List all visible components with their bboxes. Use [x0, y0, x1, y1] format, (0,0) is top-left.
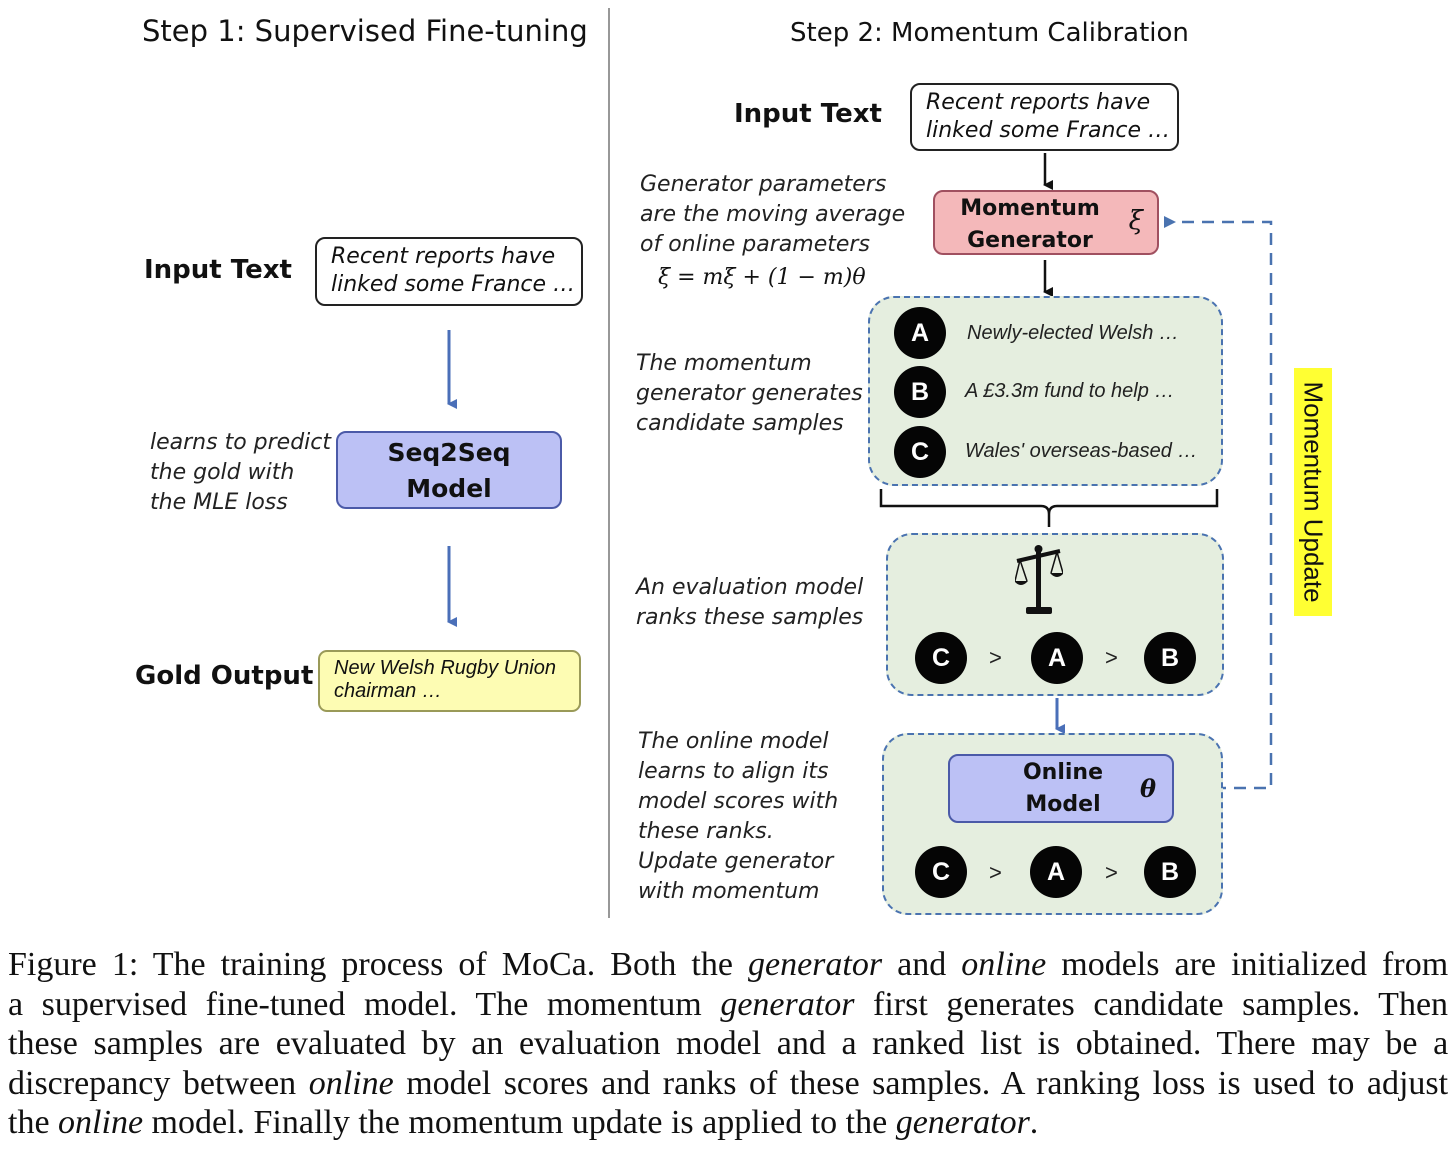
momentum-generator-box: Momentum Generator ξ [933, 190, 1159, 255]
caption-line: Figure 1: The training process of MoCa. … [8, 946, 1449, 983]
generator-label-line: Momentum [960, 196, 1100, 221]
figure-caption: Figure 1: The training process of MoCa. … [8, 945, 1448, 1143]
note-line: are the moving average [640, 202, 906, 227]
momentum-update-text: Momentum Update [1298, 381, 1329, 603]
note-line: ranks these samples [636, 605, 864, 630]
note-line: Generator parameters [640, 172, 887, 197]
input-text-line: Recent reports have [926, 90, 1151, 115]
samples-brace [879, 489, 1219, 527]
note-line: with momentum [638, 879, 820, 904]
rank-item: C [915, 632, 967, 684]
caption-line: these samples are evaluated by an evalua… [8, 1025, 1449, 1062]
note-line: generator generates [636, 381, 863, 406]
gold-text-line: chairman … [334, 680, 442, 702]
seq2seq-model-box: Seq2Seq Model [336, 431, 562, 509]
sample-c-badge: C [894, 426, 946, 478]
generator-label-line: Generator [967, 228, 1093, 253]
online-label-line: Online [1022, 760, 1104, 785]
online-note: The online model learns to align its mod… [638, 727, 838, 907]
gold-output-label: Gold Output [135, 661, 314, 691]
step2-input-text-box: Recent reports have linked some France … [910, 83, 1179, 151]
evaluation-panel: C > A > B [886, 533, 1224, 696]
step2-title: Step 2: Momentum Calibration [790, 18, 1189, 48]
candidate-samples-panel: A Newly-elected Welsh … B A £3.3m fund t… [868, 296, 1223, 486]
note-line: the MLE loss [150, 490, 288, 515]
generator-xi-symbol: ξ [1128, 206, 1143, 236]
online-model-box: Online Model θ [948, 754, 1174, 823]
sample-a-text: Newly-elected Welsh … [967, 322, 1179, 344]
note-line: model scores with [638, 789, 839, 814]
samples-note: The momentum generator generates candida… [636, 349, 863, 439]
note-line: of online parameters [640, 232, 870, 257]
gold-text-line: New Welsh Rugby Union [334, 657, 556, 679]
online-rank-item: B [1144, 846, 1196, 898]
sample-c-text: Wales' overseas-based … [965, 440, 1198, 462]
note-line: learns to predict [150, 430, 331, 455]
rank-gt: > [989, 645, 1002, 670]
sample-b-badge: B [894, 366, 946, 418]
rank-item: A [1031, 632, 1083, 684]
momentum-update-label: Momentum Update [1294, 368, 1332, 616]
online-rank-gt: > [1105, 860, 1118, 885]
note-line: The online model [638, 729, 829, 754]
model-label-line: Model [406, 474, 492, 503]
generator-note: Generator parameters are the moving aver… [640, 170, 905, 260]
online-theta-symbol: θ [1139, 774, 1156, 803]
gold-output-box: New Welsh Rugby Union chairman … [318, 650, 581, 712]
online-label-line: Model [1025, 792, 1101, 817]
caption-line: the online model. Finally the momentum u… [8, 1104, 1039, 1141]
caption-line: a supervised fine-tuned model. The momen… [8, 985, 1449, 1023]
note-line: learns to align its [638, 759, 829, 784]
note-line: candidate samples [636, 411, 844, 436]
rank-item: B [1144, 632, 1196, 684]
caption-line: discrepancy between online model scores … [8, 1064, 1449, 1102]
step1-input-text-box: Recent reports have linked some France … [315, 237, 583, 306]
input-text-line: linked some France … [926, 118, 1171, 143]
step1-title: Step 1: Supervised Fine-tuning [142, 14, 588, 48]
note-line: the gold with [150, 460, 295, 485]
note-line: An evaluation model [636, 575, 864, 600]
input-text-line: linked some France … [331, 272, 576, 297]
note-line: these ranks. [638, 819, 774, 844]
note-line: Update generator [638, 849, 834, 874]
sample-a-badge: A [894, 307, 946, 359]
sample-b-text: A £3.3m fund to help … [965, 380, 1175, 402]
evaluation-note: An evaluation model ranks these samples [636, 573, 863, 633]
input-text-line: Recent reports have [331, 244, 556, 269]
note-line: The momentum [636, 351, 812, 376]
online-rank-item: C [915, 846, 967, 898]
online-rank-item: A [1030, 846, 1082, 898]
balance-scale-icon [1015, 545, 1063, 614]
step1-learn-note: learns to predict the gold with the MLE … [150, 428, 331, 518]
step2-input-label: Input Text [734, 99, 882, 129]
model-label-line: Seq2Seq [387, 438, 511, 467]
momentum-formula: ξ = mξ + (1 − m)θ [658, 265, 866, 290]
online-rank-gt: > [989, 860, 1002, 885]
online-model-panel: Online Model θ C > A > B [882, 733, 1223, 915]
rank-gt: > [1105, 645, 1118, 670]
step1-input-label: Input Text [144, 255, 292, 285]
